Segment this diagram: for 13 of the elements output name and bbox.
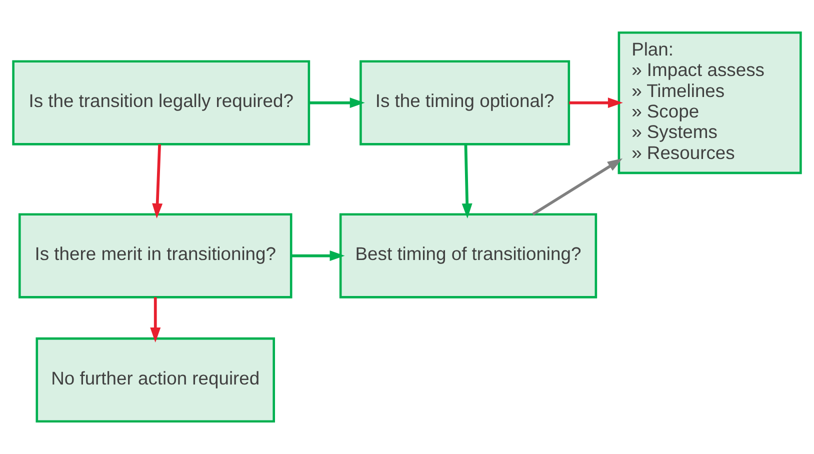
arrow xyxy=(152,144,163,218)
arrow xyxy=(569,98,623,108)
node-box: Is the transition legally required? xyxy=(12,60,310,146)
arrow xyxy=(462,144,472,218)
node-box: Plan: » Impact assess » Timelines » Scope » Systems » Resources xyxy=(618,31,802,174)
node-box: Is there merit in transitioning? xyxy=(18,213,292,298)
arrow xyxy=(150,297,161,343)
node-box: No further action required xyxy=(36,337,275,423)
node-box: Is the timing optional? xyxy=(360,60,570,146)
arrow xyxy=(532,158,623,216)
arrow xyxy=(309,98,365,108)
node-box: Best timing of transitioning? xyxy=(339,213,598,298)
arrow xyxy=(291,250,345,261)
